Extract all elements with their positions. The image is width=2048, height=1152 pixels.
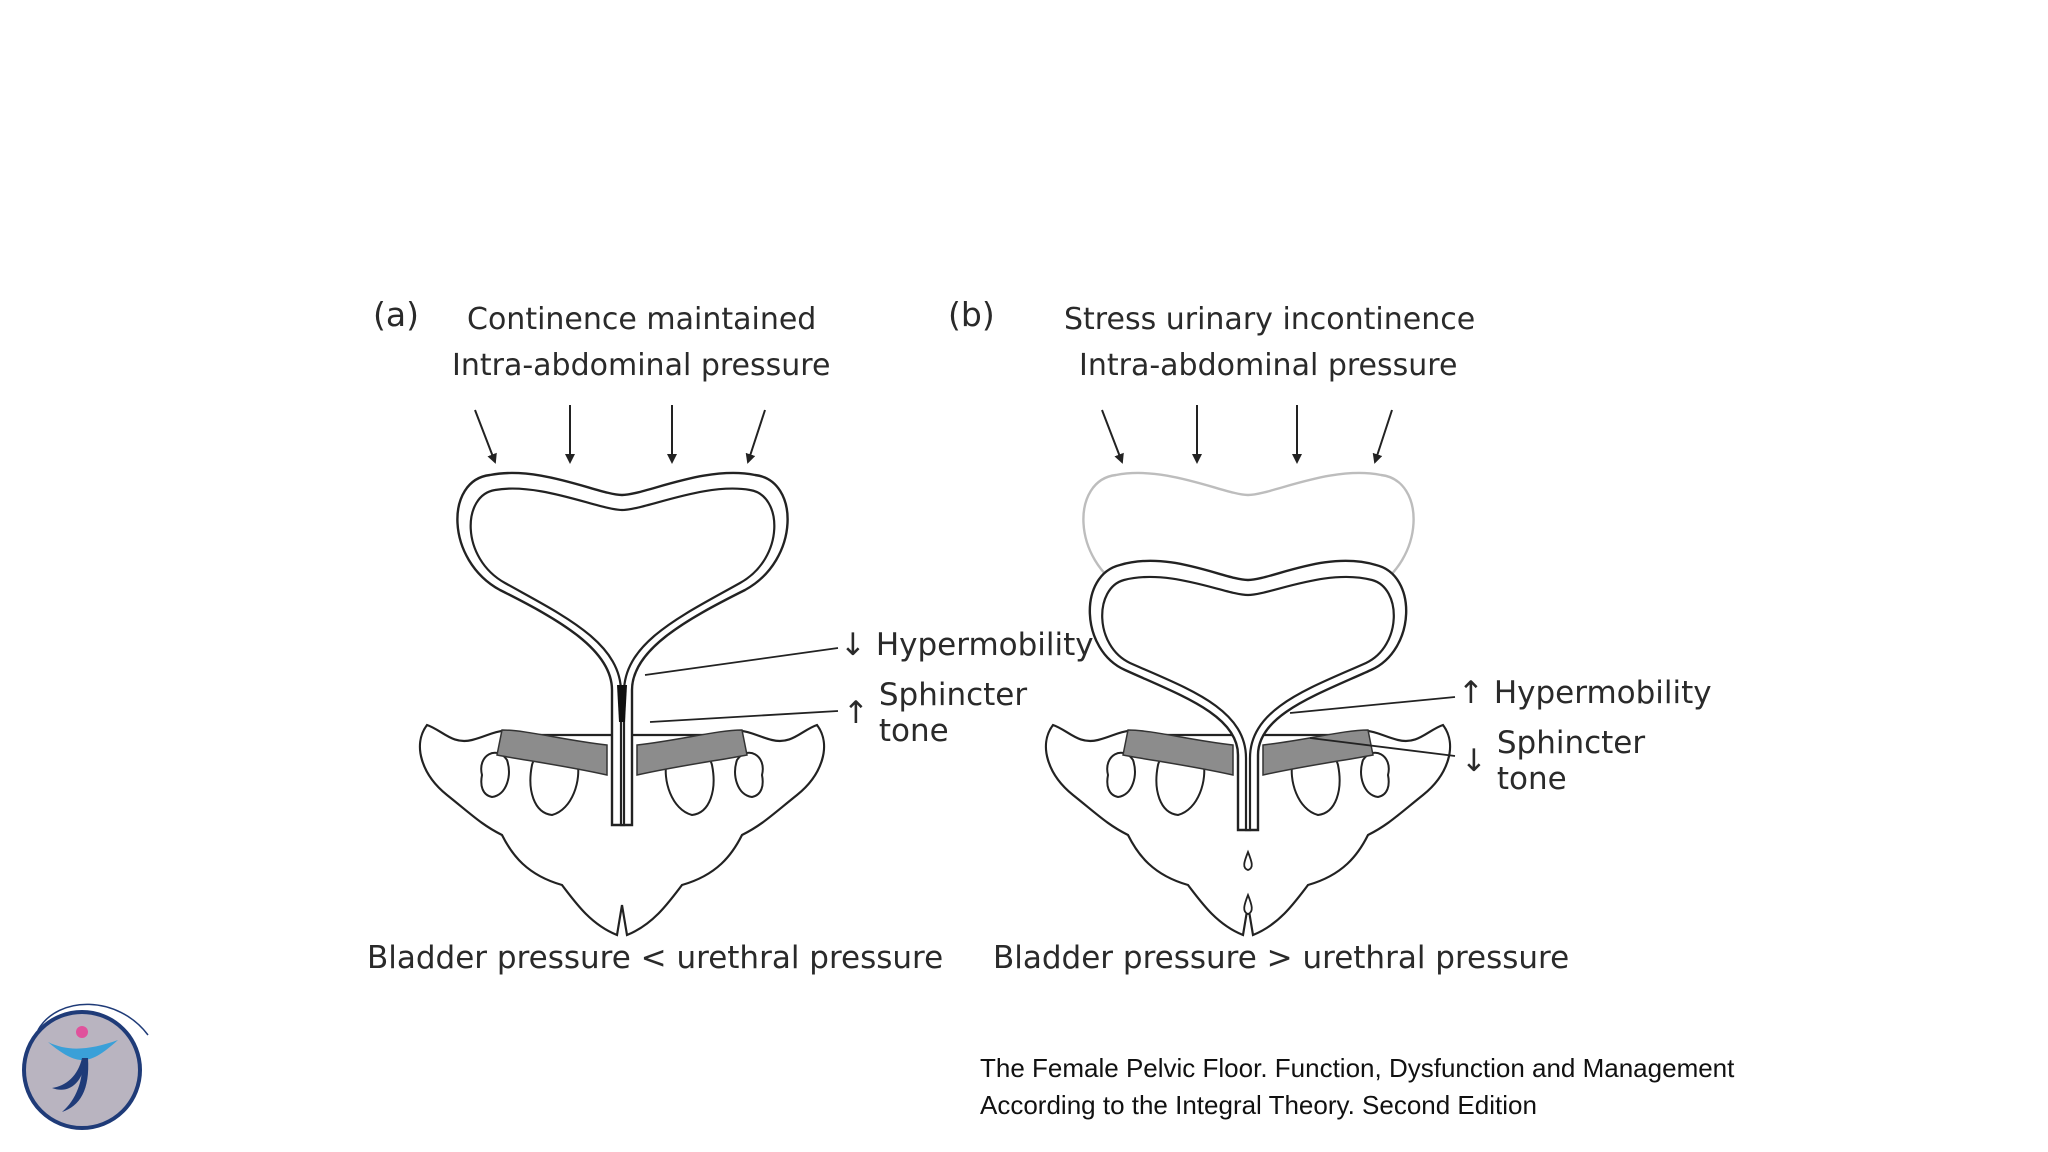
citation-line-1: The Female Pelvic Floor. Function, Dysfu… bbox=[980, 1053, 1735, 1083]
panel-a-subtitle: Intra-abdominal pressure bbox=[452, 348, 831, 383]
arrow-up-icon: ↑ bbox=[843, 695, 869, 731]
panel-a-id: (a) bbox=[373, 295, 419, 334]
arrow-up-icon: ↑ bbox=[1458, 675, 1484, 711]
panel-b-caption: Bladder pressure > urethral pressure bbox=[993, 940, 1570, 976]
panel-a-caption: Bladder pressure < urethral pressure bbox=[367, 940, 944, 976]
panel-b-bladder bbox=[1088, 559, 1408, 915]
panel-a-bladder bbox=[456, 471, 789, 827]
panel-b-subtitle: Intra-abdominal pressure bbox=[1079, 348, 1458, 383]
panel-b-hypermobility-label: ↑ Hypermobility bbox=[1458, 675, 1712, 711]
panel-b-title: Stress urinary incontinence bbox=[1064, 302, 1476, 337]
citation-line-2: According to the Integral Theory. Second… bbox=[980, 1090, 1537, 1120]
panel-a-arrows bbox=[474, 405, 766, 464]
panel-a-sphincter-label: ↑ Sphincter tone bbox=[843, 677, 1028, 749]
urine-drop-icon bbox=[1243, 892, 1253, 915]
arrow-down-icon: ↓ bbox=[840, 627, 866, 663]
panel-b-id: (b) bbox=[948, 295, 995, 334]
arrow-down-icon: ↓ bbox=[1461, 743, 1487, 779]
panel-b-leader-lines bbox=[1289, 696, 1456, 757]
urine-drop-icon bbox=[1243, 849, 1253, 871]
panel-a-hypermobility-label: ↓ Hypermobility bbox=[840, 627, 1094, 663]
panel-a-title: Continence maintained bbox=[467, 302, 817, 337]
citation: The Female Pelvic Floor. Function, Dysfu… bbox=[980, 1050, 1734, 1124]
panel-b-arrows bbox=[1101, 405, 1393, 464]
academy-logo bbox=[22, 1003, 149, 1130]
panel-a-leader-lines bbox=[644, 647, 839, 723]
figure-logo-icon bbox=[48, 1026, 118, 1112]
panel-b-sphincter-label: ↓ Sphincter tone bbox=[1461, 725, 1646, 797]
